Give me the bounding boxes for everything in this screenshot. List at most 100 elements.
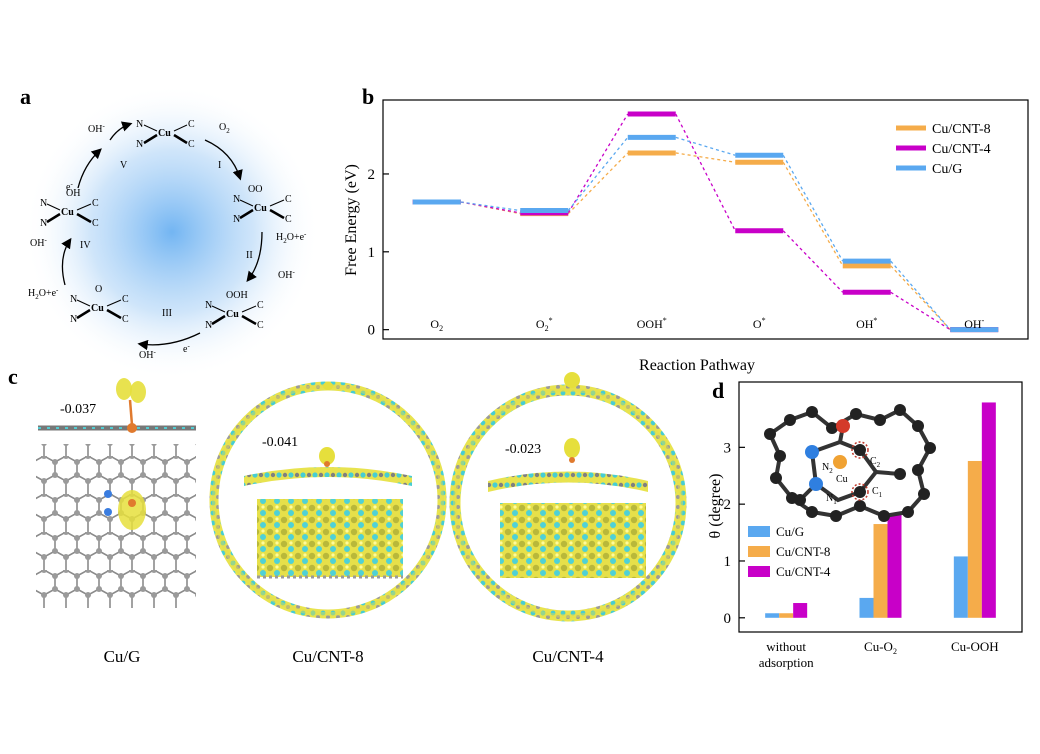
svg-text:N: N bbox=[40, 198, 47, 209]
energy-connectors bbox=[460, 113, 951, 331]
svg-text:C: C bbox=[92, 218, 99, 229]
label-c1: C1 bbox=[872, 486, 883, 499]
label-cu: Cu bbox=[836, 474, 848, 485]
theta-bar bbox=[793, 603, 808, 618]
energy-connector bbox=[782, 154, 844, 262]
legend-swatch bbox=[748, 566, 770, 577]
caption-cu-cnt-4: Cu/CNT-4 bbox=[532, 647, 604, 666]
panel-label-d: d bbox=[712, 378, 724, 403]
reagent-h2o-e-right: H2O+e- bbox=[276, 230, 307, 245]
energy-connector bbox=[460, 201, 521, 214]
arrow-step-iv bbox=[61, 237, 72, 286]
svg-text:N: N bbox=[233, 194, 240, 205]
theta-bar bbox=[873, 524, 888, 618]
energy-plot-frame bbox=[382, 99, 1029, 340]
panel-a: a V I II III IV OH- e- O2 H2O+e- OH- e- … bbox=[20, 84, 320, 380]
complex-top: N N Cu C C bbox=[136, 119, 195, 150]
theta-ytick-label: 3 bbox=[724, 440, 732, 456]
charge-density-map-cnt-8 bbox=[257, 499, 403, 577]
energy-connector bbox=[567, 113, 629, 214]
charge-density-lobe bbox=[116, 378, 132, 400]
label-c2: C2 bbox=[870, 456, 881, 469]
arrow-step-ii bbox=[246, 231, 263, 283]
svg-text:Cu: Cu bbox=[91, 303, 104, 314]
legend-label: Cu/G bbox=[932, 162, 962, 177]
theta-bars bbox=[765, 402, 996, 618]
panel-label-a: a bbox=[20, 84, 31, 109]
legend-swatch bbox=[748, 546, 770, 557]
svg-text:N: N bbox=[205, 300, 212, 311]
svg-text:C: C bbox=[122, 314, 129, 325]
step-label-iii: III bbox=[162, 308, 172, 319]
arrow-step-v2 bbox=[77, 148, 102, 189]
energy-category-label: O2* bbox=[536, 316, 553, 333]
energy-category-label: OH* bbox=[856, 316, 877, 331]
theta-bar bbox=[779, 613, 794, 618]
charge-density-map-cnt-4 bbox=[500, 503, 646, 578]
reagent-oh-bottom: OH- bbox=[139, 348, 156, 361]
panel-c: c -0.037 Cu/G -0.041 bbox=[8, 364, 687, 666]
energy-category-label: O* bbox=[753, 316, 766, 331]
complex-ooh: OOH N N Cu C C bbox=[205, 290, 264, 331]
cu-atom-side bbox=[127, 423, 137, 433]
n2-atom bbox=[805, 445, 819, 459]
theta-category-label: without bbox=[766, 639, 806, 654]
panel-label-c: c bbox=[8, 364, 18, 389]
energy-connector bbox=[890, 265, 951, 331]
complex-oh: OH N N Cu C C bbox=[40, 188, 99, 229]
step-label-i: I bbox=[218, 160, 221, 171]
theta-ytick-label: 0 bbox=[724, 611, 732, 627]
svg-text:OH: OH bbox=[66, 188, 80, 199]
charge-transfer-cu-cnt-4: -0.023 bbox=[505, 442, 541, 457]
energy-connector bbox=[675, 113, 736, 232]
svg-text:Cu: Cu bbox=[254, 203, 267, 214]
inset-structure: N2 N1 Cu C2 C1 bbox=[764, 404, 936, 522]
theta-plot-frame bbox=[738, 381, 1023, 633]
svg-text:C: C bbox=[285, 214, 292, 225]
reagent-o2: O2 bbox=[219, 122, 230, 135]
energy-ytick-label: 0 bbox=[368, 323, 376, 339]
arrow-step-v bbox=[109, 121, 133, 141]
theta-bar bbox=[981, 402, 996, 618]
o-atom bbox=[836, 419, 850, 433]
svg-text:Cu: Cu bbox=[61, 207, 74, 218]
energy-connector bbox=[782, 230, 844, 293]
step-label-v: V bbox=[120, 160, 128, 171]
energy-levels bbox=[412, 111, 999, 333]
reagent-e-left: e- bbox=[66, 180, 73, 193]
svg-text:N: N bbox=[40, 218, 47, 229]
svg-text:N: N bbox=[233, 214, 240, 225]
svg-text:OOH: OOH bbox=[226, 290, 248, 301]
theta-bar bbox=[765, 613, 780, 618]
energy-category-label: OOH* bbox=[637, 316, 667, 331]
legend-label: Cu/CNT-4 bbox=[776, 564, 831, 579]
energy-ylabel: Free Energy (eV) bbox=[343, 164, 360, 276]
energy-connector bbox=[675, 136, 736, 156]
svg-text:OO: OO bbox=[248, 184, 262, 195]
structure-cu-cnt-4: -0.023 Cu/CNT-4 bbox=[449, 372, 687, 666]
structure-cu-cnt-8: -0.041 Cu/CNT-8 bbox=[209, 381, 447, 666]
caption-cu-cnt-8: Cu/CNT-8 bbox=[292, 647, 363, 666]
svg-text:N: N bbox=[70, 314, 77, 325]
svg-text:C: C bbox=[122, 294, 129, 305]
charge-transfer-cu-g: -0.037 bbox=[60, 402, 96, 417]
label-n1: N1 bbox=[826, 493, 837, 506]
n1-atom bbox=[809, 477, 823, 491]
step-label-iv: IV bbox=[80, 240, 91, 251]
svg-text:C: C bbox=[188, 139, 195, 150]
reagent-oh-top: OH- bbox=[88, 122, 105, 135]
theta-ylabel: θ (degree) bbox=[707, 474, 724, 539]
energy-xlabel: Reaction Pathway bbox=[639, 357, 755, 374]
theta-category-label: Cu-O2 bbox=[864, 639, 897, 656]
svg-text:C: C bbox=[257, 320, 264, 331]
step-label-ii: II bbox=[246, 250, 253, 261]
svg-text:C: C bbox=[188, 119, 195, 130]
cu-atom bbox=[833, 455, 847, 469]
label-n2: N2 bbox=[822, 462, 833, 475]
svg-text:C: C bbox=[285, 194, 292, 205]
svg-text:N: N bbox=[70, 294, 77, 305]
